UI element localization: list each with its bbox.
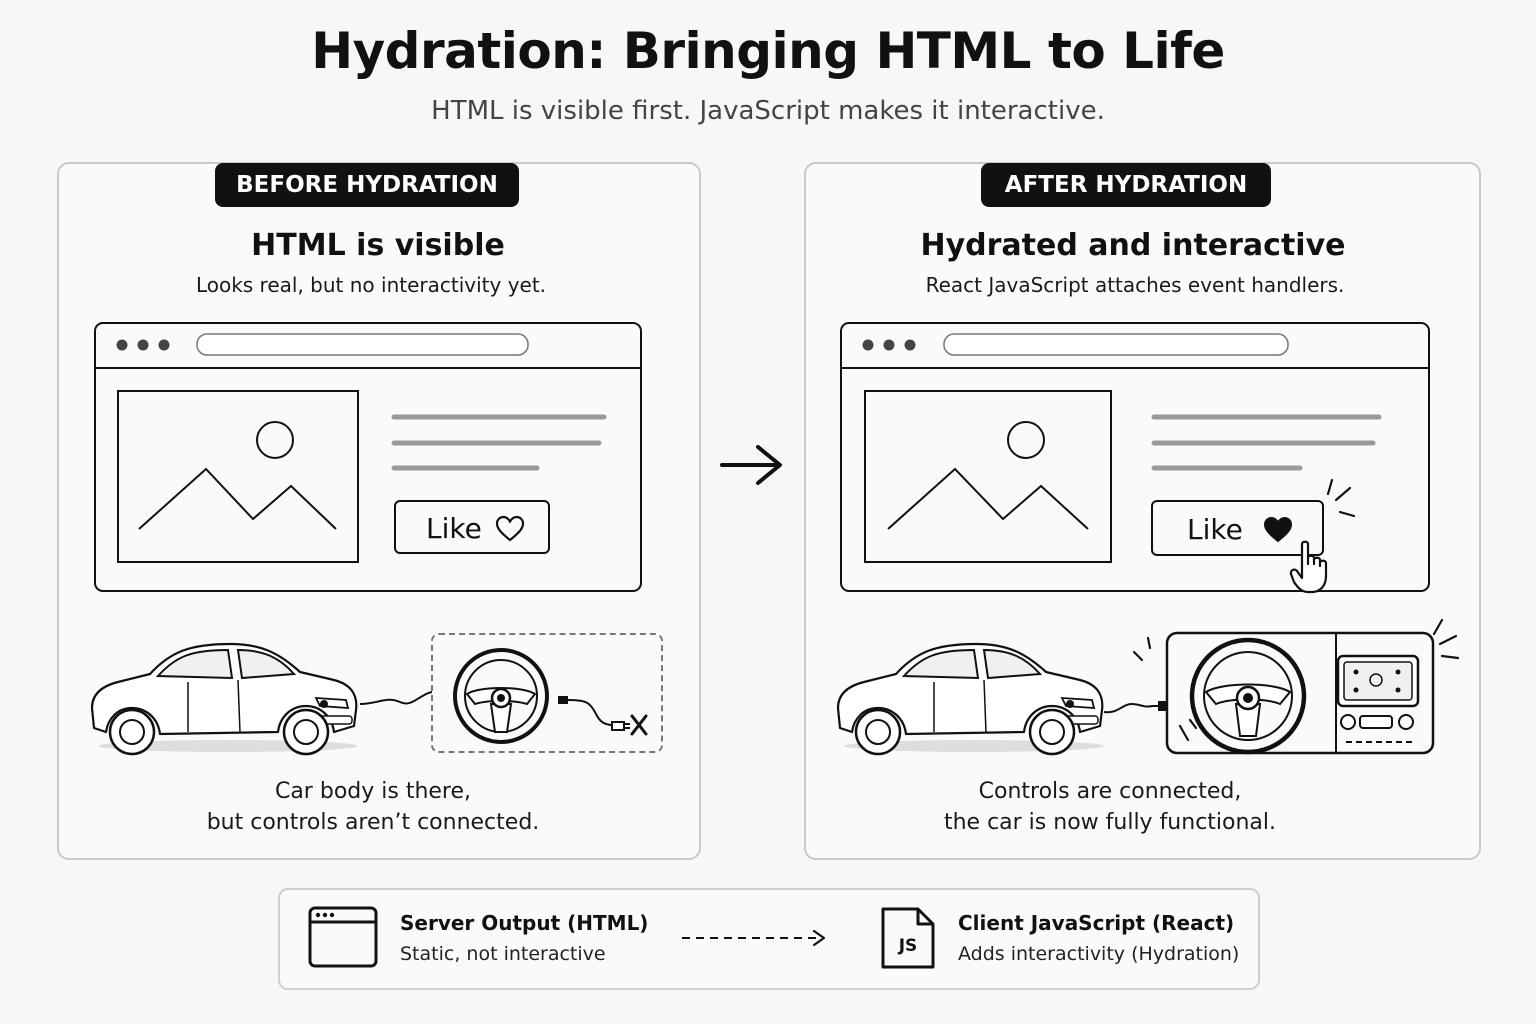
legend-client-desc: Adds interactivity (Hydration) [958,943,1240,965]
js-file-icon [881,907,935,969]
image-placeholder-icon [117,390,359,563]
window-dots-icon [862,339,916,351]
after-car-icon [836,642,1104,756]
after-cable [1103,701,1168,714]
after-browser-mock [840,322,1430,592]
dashboard-icon [1165,631,1435,755]
before-car-icon [90,642,358,756]
before-like-button[interactable]: Like [394,500,550,554]
after-description: React JavaScript attaches event handlers… [925,273,1345,297]
before-browser-mock [94,322,642,592]
before-cable [359,691,433,705]
before-caption-line1: Car body is there, [274,779,472,804]
hand-pointer-icon [1289,540,1328,594]
after-caption-line1: Controls are connected, [978,779,1242,804]
address-bar [943,333,1289,356]
dashboard-burst-icon [1132,618,1460,742]
legend-server-title: Server Output (HTML) [400,911,649,935]
legend-client-title: Client JavaScript (React) [958,911,1235,935]
dashed-arrow-icon [682,929,826,947]
disconnected-plug-icon [558,696,648,736]
image-placeholder-icon [864,390,1112,563]
after-like-button[interactable]: Like [1151,500,1324,556]
heart-outline-icon [495,515,525,542]
before-heading: HTML is visible [251,228,505,263]
arrow-right-icon [720,445,782,485]
before-badge: BEFORE HYDRATION [215,163,519,207]
after-like-label: Like [1187,513,1243,546]
before-controls-box [431,633,663,753]
after-heading: Hydrated and interactive [920,228,1346,263]
page-subtitle: HTML is visible first. JavaScript makes … [431,96,1105,126]
steering-wheel-icon [453,648,549,744]
before-caption-line2: but controls aren’t connected. [206,810,540,835]
click-burst-icon [1326,478,1356,518]
heart-filled-icon [1263,516,1293,543]
after-badge: AFTER HYDRATION [981,163,1271,207]
before-caption: Car body is there, but controls aren’t c… [57,776,689,838]
legend-server-desc: Static, not interactive [400,943,606,965]
before-like-label: Like [426,512,482,545]
page-title: Hydration: Bringing HTML to Life [311,22,1225,80]
address-bar [196,333,529,356]
window-dots-icon [116,339,170,351]
browser-window-icon [308,906,378,968]
after-caption-line2: the car is now fully functional. [943,810,1277,835]
js-file-label: JS [898,936,918,956]
after-caption: Controls are connected, the car is now f… [804,776,1416,838]
before-description: Looks real, but no interactivity yet. [195,273,547,297]
